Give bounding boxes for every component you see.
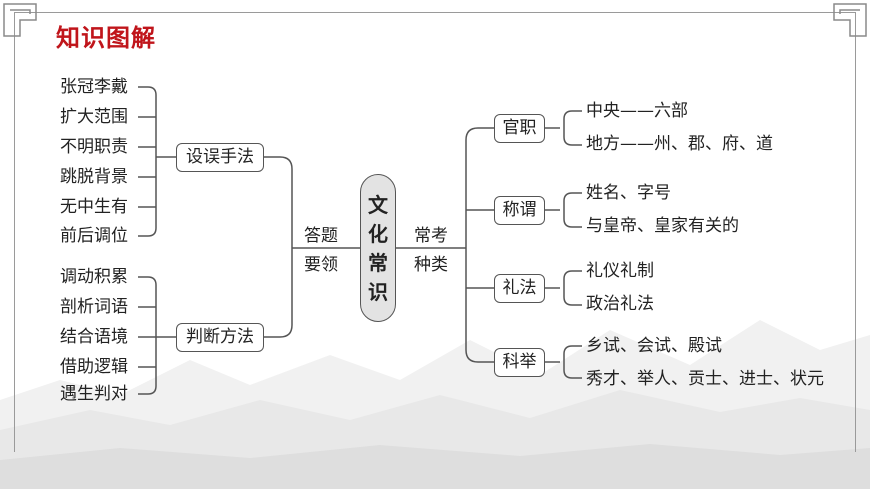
left-item: 遇生判对	[60, 384, 128, 404]
center-char: 文	[368, 193, 388, 217]
right-item: 政治礼法	[586, 294, 654, 314]
left-item: 张冠李戴	[60, 77, 128, 97]
left-item: 不明职责	[60, 137, 128, 157]
left-group-box: 判断方法	[176, 323, 264, 352]
page-title: 知识图解	[56, 24, 156, 52]
right-group-box: 科举	[494, 348, 545, 377]
left-group-box: 设误手法	[176, 143, 264, 172]
left-item: 剖析词语	[60, 297, 128, 317]
center-char: 化	[368, 222, 388, 246]
right-item: 礼仪礼制	[586, 261, 654, 281]
right-item: 与皇帝、皇家有关的	[586, 216, 739, 236]
left-item: 前后调位	[60, 226, 128, 246]
left-connector-label: 答题	[304, 226, 338, 246]
right-item: 姓名、字号	[586, 183, 671, 203]
frame-right-line	[855, 12, 856, 452]
left-item: 借助逻辑	[60, 357, 128, 377]
left-item: 跳脱背景	[60, 167, 128, 187]
left-connector-label: 要领	[304, 255, 338, 275]
frame-top-line	[14, 12, 856, 13]
right-connector-label: 常考	[414, 226, 448, 246]
right-item: 地方——州、郡、府、道	[586, 134, 773, 154]
right-item: 秀才、举人、贡士、进士、状元	[586, 369, 824, 389]
left-item: 调动积累	[60, 267, 128, 287]
right-item: 乡试、会试、殿试	[586, 336, 722, 356]
right-item: 中央——六部	[586, 101, 688, 121]
center-char: 识	[368, 280, 388, 304]
right-group-box: 官职	[494, 114, 545, 143]
left-item: 结合语境	[60, 327, 128, 347]
center-topic: 文 化 常 识	[360, 174, 396, 322]
center-char: 常	[368, 251, 388, 275]
right-connector-label: 种类	[414, 255, 448, 275]
right-group-box: 礼法	[494, 274, 545, 303]
left-item: 扩大范围	[60, 107, 128, 127]
left-item: 无中生有	[60, 197, 128, 217]
right-group-box: 称谓	[494, 196, 545, 225]
frame-left-line	[14, 12, 15, 452]
